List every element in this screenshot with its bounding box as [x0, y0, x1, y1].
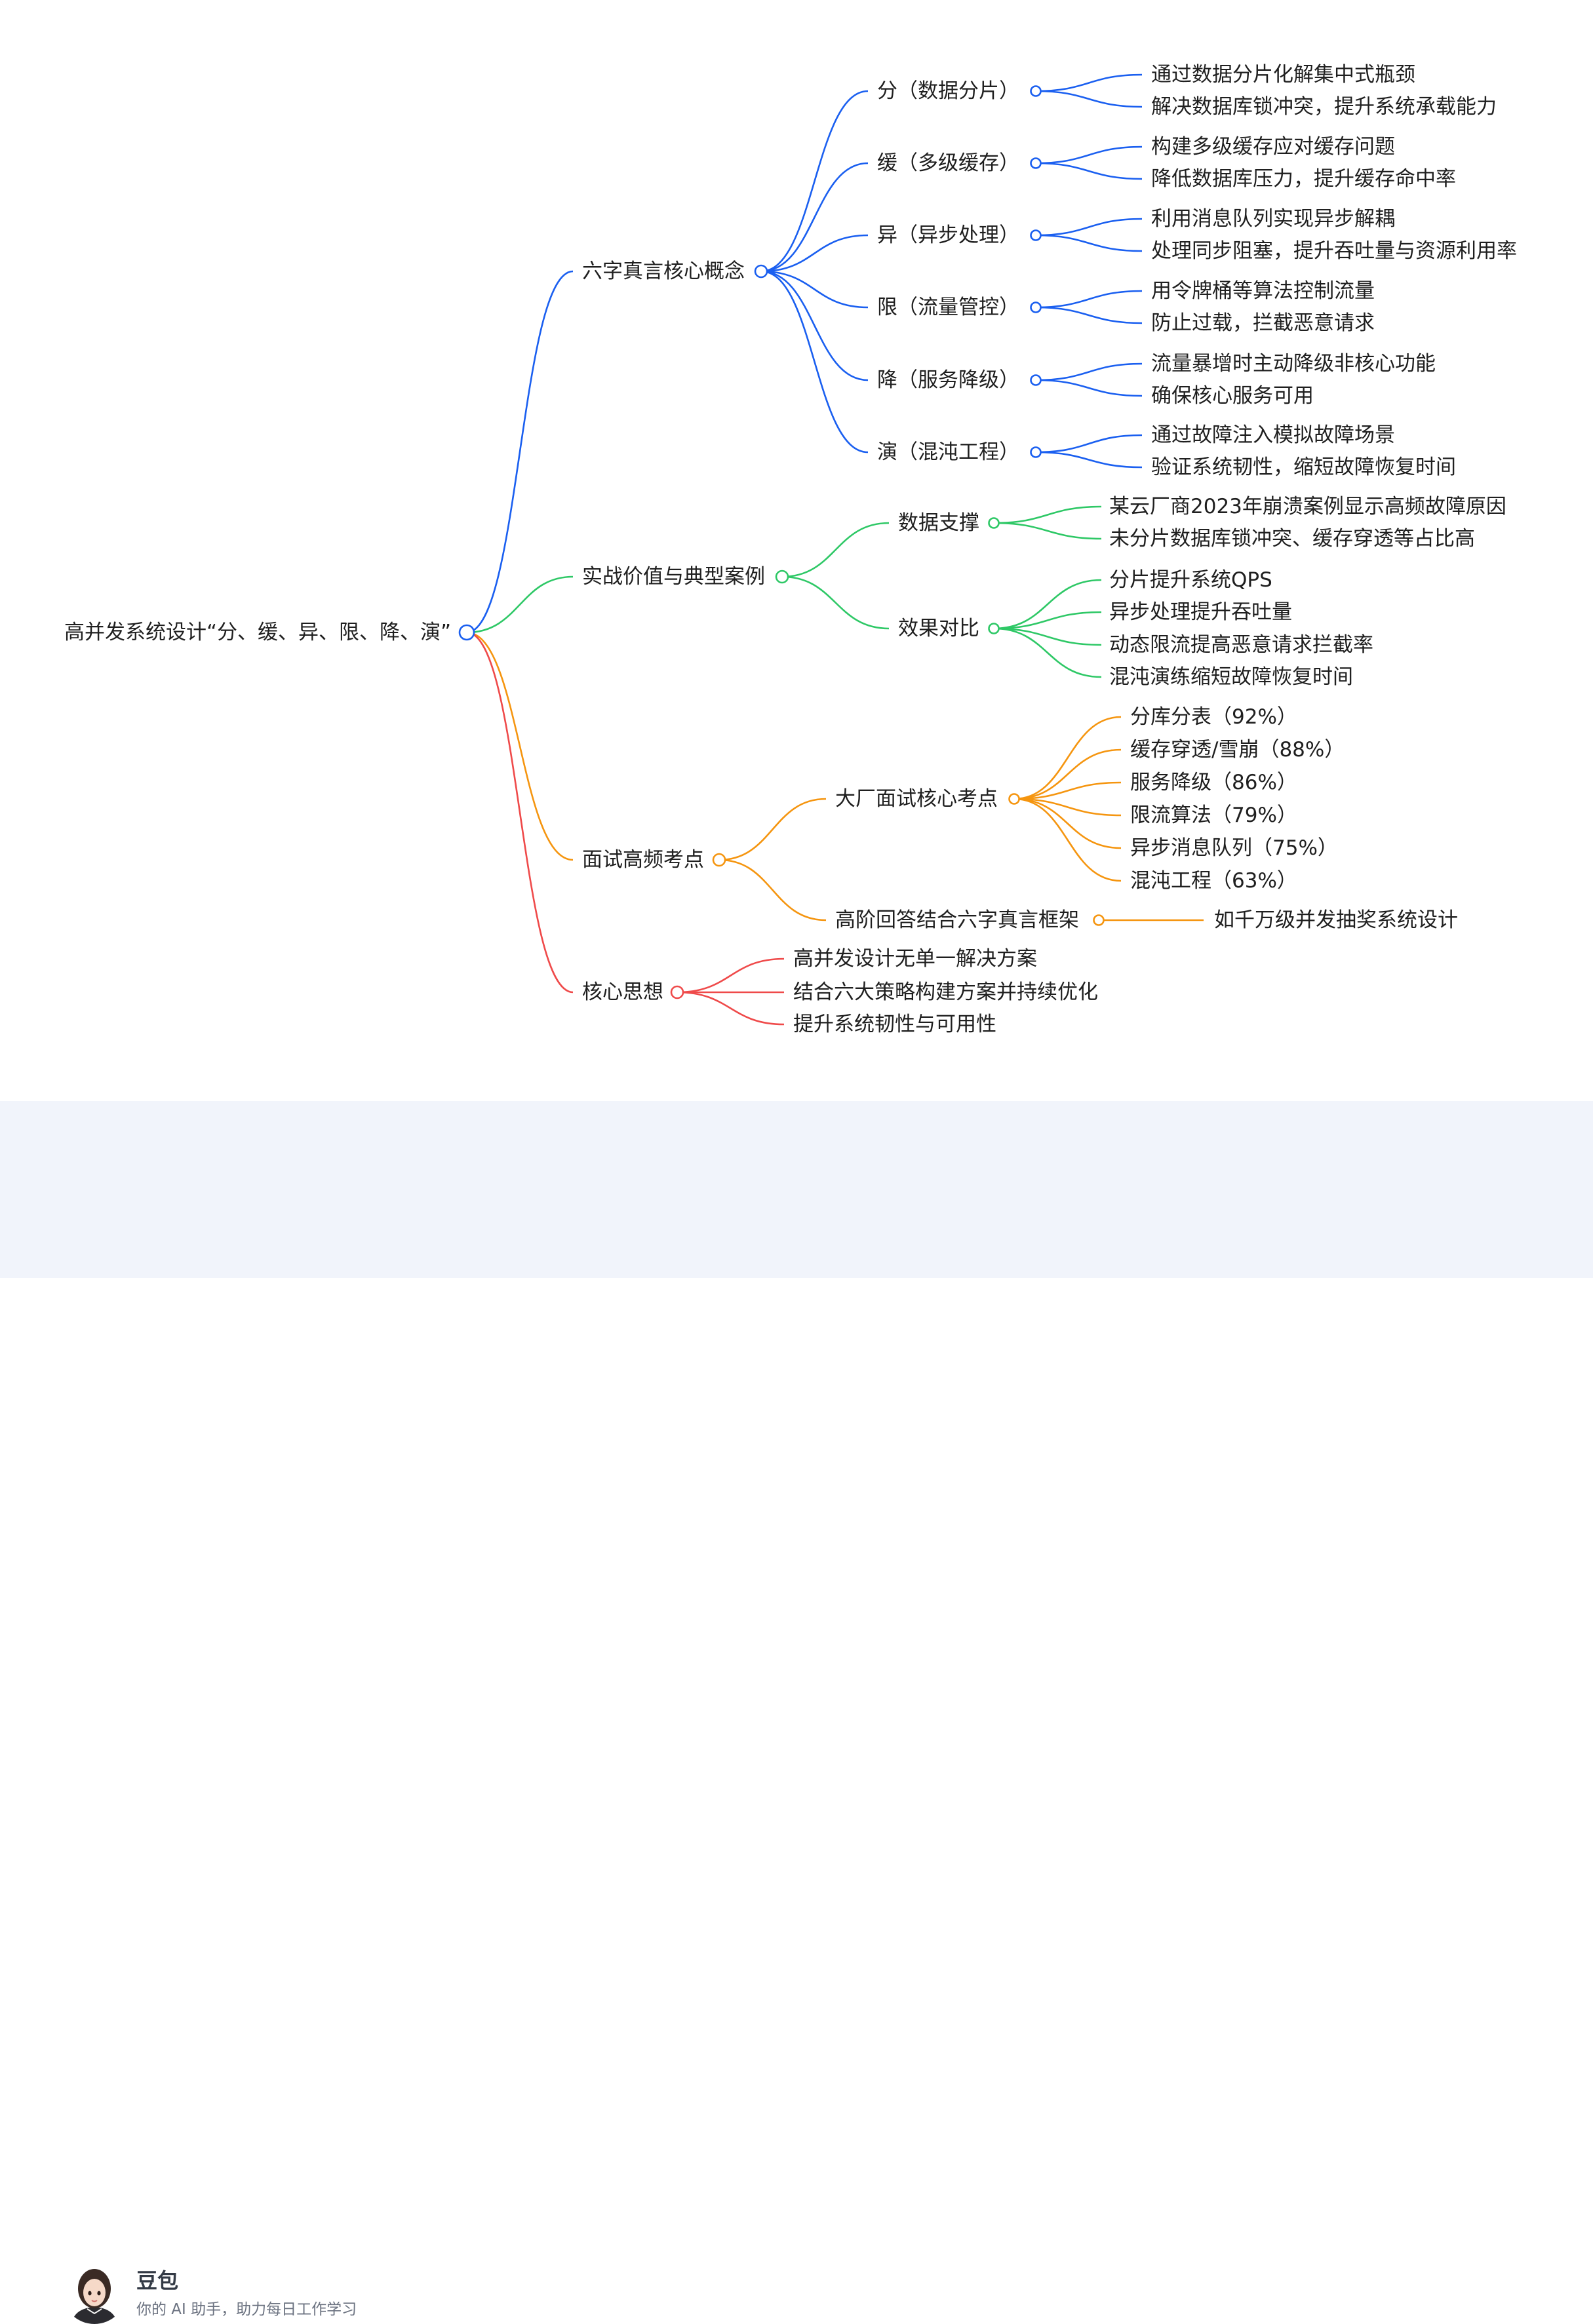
leaf-link	[1036, 307, 1142, 323]
leaf-topic[interactable]: 防止过载，拦截恶意请求	[1151, 311, 1375, 335]
leaf-topic[interactable]: 构建多级缓存应对缓存问题	[1151, 135, 1395, 159]
subtopic[interactable]: 提升系统韧性与可用性	[793, 1013, 996, 1036]
subtopic[interactable]: 降（服务降级）	[877, 368, 1019, 392]
subtopic-link	[782, 577, 889, 629]
leaf-link	[994, 580, 1101, 629]
leaf-topic[interactable]: 混沌工程（63%）	[1130, 869, 1297, 893]
leaf-topic[interactable]: 利用消息队列实现异步解耦	[1151, 207, 1395, 231]
subtopic[interactable]: 演（混沌工程）	[877, 440, 1019, 464]
subtopic[interactable]: 限（流量管控）	[877, 296, 1019, 319]
subtopic-link	[761, 91, 868, 271]
leaf-topic[interactable]: 混沌演练缩短故障恢复时间	[1109, 665, 1353, 689]
subtopic-node[interactable]	[1031, 231, 1041, 241]
subtopic[interactable]: 高阶回答结合六字真言框架	[835, 908, 1079, 932]
leaf-link	[1036, 452, 1142, 467]
branch-link	[467, 632, 573, 860]
subtopic-link	[761, 271, 868, 452]
branch-topic[interactable]: 六字真言核心概念	[582, 260, 745, 283]
branch-topic[interactable]: 实战价值与典型案例	[582, 565, 765, 589]
leaf-topic[interactable]: 服务降级（86%）	[1130, 771, 1297, 794]
subtopic-node[interactable]	[1031, 303, 1041, 313]
subtopic[interactable]: 数据支撑	[898, 511, 979, 535]
leaf-topic[interactable]: 异步处理提升吞吐量	[1109, 600, 1292, 624]
branch-link	[467, 577, 573, 632]
leaf-link	[994, 629, 1101, 677]
footer-bar: 豆包 你的 AI 助手，助力每日工作学习	[0, 1101, 1593, 1278]
leaf-link	[1036, 380, 1142, 396]
root-topic[interactable]: 高并发系统设计“分、缓、异、限、降、演”	[64, 621, 451, 644]
subtopic[interactable]: 大厂面试核心考点	[835, 787, 998, 811]
branch-node[interactable]	[755, 265, 767, 277]
subtopic[interactable]: 结合六大策略构建方案并持续优化	[793, 980, 1098, 1004]
leaf-topic[interactable]: 如千万级并发抽奖系统设计	[1214, 908, 1458, 932]
branch-node[interactable]	[776, 571, 788, 583]
branch-node[interactable]	[671, 986, 683, 998]
subtopic-node[interactable]	[1031, 448, 1041, 457]
subtopic-node[interactable]	[1094, 916, 1104, 925]
leaf-link	[1036, 91, 1142, 107]
brand-name: 豆包	[136, 2264, 178, 2295]
leaf-topic[interactable]: 异步消息队列（75%）	[1130, 836, 1338, 860]
root-node[interactable]	[460, 625, 474, 640]
leaf-link	[1036, 219, 1142, 235]
subtopic[interactable]: 异（异步处理）	[877, 223, 1019, 247]
leaf-link	[1036, 291, 1142, 307]
leaf-link	[1036, 235, 1142, 251]
leaf-topic[interactable]: 处理同步阻塞，提升吞吐量与资源利用率	[1151, 239, 1517, 263]
subtopic-link	[677, 992, 784, 1024]
leaf-topic[interactable]: 通过故障注入模拟故障场景	[1151, 423, 1395, 447]
leaf-topic[interactable]: 降低数据库压力，提升缓存命中率	[1151, 167, 1456, 191]
branch-node[interactable]	[713, 854, 725, 866]
leaf-link	[1036, 364, 1142, 380]
subtopic[interactable]: 高并发设计无单一解决方案	[793, 947, 1037, 971]
subtopic-node[interactable]	[1010, 794, 1019, 804]
subtopic-link	[719, 860, 826, 920]
leaf-topic[interactable]: 解决数据库锁冲突，提升系统承载能力	[1151, 95, 1497, 119]
brand-tagline: 你的 AI 助手，助力每日工作学习	[136, 2296, 357, 2319]
leaf-topic[interactable]: 用令牌桶等算法控制流量	[1151, 279, 1375, 303]
leaf-topic[interactable]: 分片提升系统QPS	[1109, 568, 1272, 592]
avatar	[62, 2260, 127, 2324]
leaf-link	[1036, 75, 1142, 91]
subtopic-node[interactable]	[1031, 159, 1041, 168]
branch-topic[interactable]: 面试高频考点	[582, 848, 704, 872]
branch-topic[interactable]: 核心思想	[582, 980, 663, 1004]
leaf-topic[interactable]: 分库分表（92%）	[1130, 705, 1297, 729]
leaf-topic[interactable]: 某云厂商2023年崩溃案例显示高频故障原因	[1109, 495, 1506, 518]
mindmap-canvas: 高并发系统设计“分、缓、异、限、降、演” 六字真言核心概念 分（数据分片） 通过数据分…	[0, 0, 1593, 1101]
subtopic-node[interactable]	[1031, 376, 1041, 385]
leaf-topic[interactable]: 确保核心服务可用	[1151, 384, 1314, 408]
subtopic-node[interactable]	[989, 624, 999, 634]
leaf-link	[1036, 435, 1142, 452]
branch-link	[467, 632, 573, 992]
leaf-topic[interactable]: 缓存穿透/雪崩（88%）	[1130, 738, 1345, 762]
subtopic[interactable]: 缓（多级缓存）	[877, 151, 1019, 175]
leaf-link	[994, 523, 1101, 539]
leaf-link	[994, 507, 1101, 523]
leaf-topic[interactable]: 动态限流提高恶意请求拦截率	[1109, 633, 1373, 657]
subtopic-node[interactable]	[989, 518, 999, 528]
leaf-link	[1014, 799, 1121, 881]
leaf-topic[interactable]: 流量暴增时主动降级非核心功能	[1151, 352, 1436, 376]
subtopic[interactable]: 效果对比	[898, 617, 979, 640]
leaf-link	[1036, 147, 1142, 163]
leaf-topic[interactable]: 验证系统韧性，缩短故障恢复时间	[1151, 455, 1456, 479]
leaf-link	[1014, 717, 1121, 799]
leaf-link	[1036, 163, 1142, 179]
subtopic-link	[719, 799, 826, 860]
subtopic[interactable]: 分（数据分片）	[877, 79, 1019, 103]
leaf-topic[interactable]: 通过数据分片化解集中式瓶颈	[1151, 63, 1415, 87]
subtopic-link	[782, 523, 889, 577]
leaf-topic[interactable]: 未分片数据库锁冲突、缓存穿透等占比高	[1109, 527, 1475, 551]
leaf-topic[interactable]: 限流算法（79%）	[1130, 804, 1297, 827]
subtopic-link	[677, 959, 784, 992]
subtopic-node[interactable]	[1031, 87, 1041, 96]
